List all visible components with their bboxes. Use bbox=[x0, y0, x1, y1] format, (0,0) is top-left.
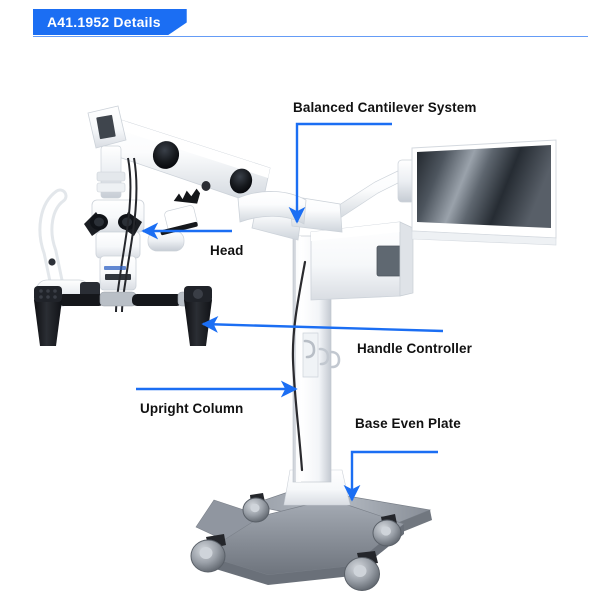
control-handles-graphic bbox=[34, 286, 212, 346]
callout-label-balanced-cantilever-system: Balanced Cantilever System bbox=[293, 100, 477, 115]
display-monitor-graphic bbox=[411, 139, 557, 246]
callout-label-upright-column: Upright Column bbox=[140, 401, 244, 416]
brand-strip bbox=[104, 266, 126, 270]
callout-label-handle-controller: Handle Controller bbox=[357, 341, 472, 356]
header-divider-line bbox=[33, 36, 588, 37]
caster-wheels bbox=[190, 493, 402, 591]
page-title-banner: A41.1952 Details bbox=[33, 9, 187, 35]
page-header: A41.1952 Details bbox=[0, 0, 600, 44]
callout-label-head: Head bbox=[210, 243, 244, 258]
callout-label-base-even-plate: Base Even Plate bbox=[355, 416, 461, 431]
electronics-box-graphic bbox=[310, 221, 414, 301]
power-cable bbox=[291, 260, 307, 472]
